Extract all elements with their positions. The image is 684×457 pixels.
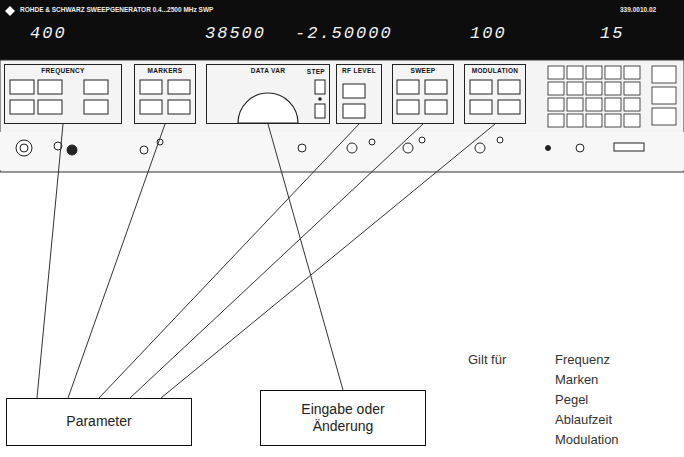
display-band: [0, 0, 684, 60]
display-value: 100: [470, 24, 507, 43]
serial-number: 339.0010.02: [620, 6, 656, 13]
group-heading: Eingabe oder Änderung: [271, 401, 415, 436]
key-label: STEP: [307, 66, 325, 75]
leader-connector: [268, 124, 343, 390]
function-box: Eingabe oder Änderung: [260, 390, 426, 446]
brand-logo: [5, 6, 15, 16]
panel-face: [0, 60, 684, 172]
leader-connector: [68, 124, 165, 398]
control-group: DATA VARSTEP: [206, 64, 330, 124]
note-item: Marken: [555, 372, 598, 387]
lower-controls: [0, 132, 684, 170]
leader-connector: [161, 124, 495, 398]
group-heading: MODULATION: [465, 65, 525, 74]
brand-line: ROHDE & SCHWARZ SWEEPGENERATOR 0.4...250…: [20, 6, 213, 13]
display-value: 400: [30, 24, 67, 43]
control-group: RF LEVEL: [336, 64, 382, 124]
function-box: Parameter: [6, 398, 192, 446]
group-heading: MARKERS: [135, 65, 195, 74]
control-group: FREQUENCY: [4, 64, 122, 124]
leader-connector: [99, 124, 359, 398]
keypad: [548, 66, 676, 127]
group-heading: Parameter: [66, 413, 131, 431]
control-group: SWEEP: [392, 64, 454, 124]
leader-connector: [37, 124, 63, 398]
data-knob: [238, 93, 298, 123]
note-item: Frequenz: [555, 352, 610, 367]
note: Gilt für: [468, 352, 506, 367]
group-heading: SWEEP: [393, 65, 453, 74]
step-led: [318, 97, 322, 101]
group-heading: FREQUENCY: [5, 65, 121, 74]
display-value: 15: [600, 24, 624, 43]
leader-connector: [130, 124, 423, 398]
group-heading: RF LEVEL: [337, 65, 381, 74]
display-value: -2.50000: [295, 24, 393, 43]
note-item: Modulation: [555, 432, 619, 447]
display-value: 38500: [205, 24, 266, 43]
control-group: MODULATION: [464, 64, 526, 124]
note-item: Ablaufzeit: [555, 412, 612, 427]
control-group: MARKERS: [134, 64, 196, 124]
note-item: Pegel: [555, 392, 588, 407]
